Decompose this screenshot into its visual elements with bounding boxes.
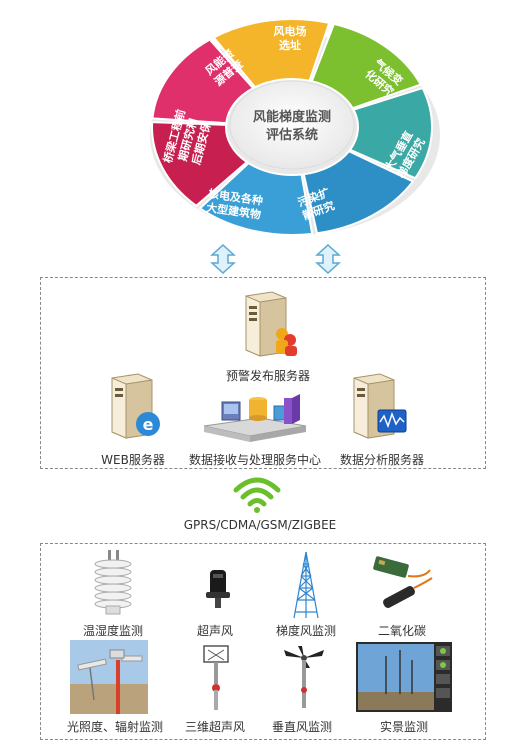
- temp-humidity-label: 温湿度监测: [82, 624, 143, 638]
- light-radiation-photo-icon: [70, 640, 148, 718]
- vertical-wind-label: 垂直风监测: [271, 720, 332, 734]
- server-group-box: [40, 277, 486, 469]
- double-arrow-icon: [210, 244, 236, 274]
- warning-server-icon: [238, 290, 298, 362]
- ring-segment-resource: [151, 38, 255, 125]
- gradient-wind-label: 梯度风监测: [275, 624, 336, 638]
- ultrasonic-label: 超声风: [196, 624, 233, 638]
- web-server-label: WEB服务器: [101, 453, 165, 467]
- svg-text:e: e: [143, 415, 154, 434]
- data-center-icon: [200, 390, 310, 448]
- analysis-server-icon: [348, 372, 408, 446]
- analysis-server-label: 数据分析服务器: [339, 453, 424, 467]
- ring-segment-climate: [310, 22, 423, 110]
- ring-segment-wind-site: [212, 18, 331, 89]
- ring-segment-nuclear: [198, 161, 314, 236]
- temp-humidity-sensor-icon: [88, 548, 138, 624]
- warning-server-label: 预警发布服务器: [225, 369, 310, 383]
- live-view-screen-icon: [356, 642, 452, 716]
- co2-sensor-icon: [368, 556, 438, 622]
- sensor-group-box: [40, 543, 486, 740]
- live-view-label: 实景监测: [379, 720, 428, 734]
- data-center-label: 数据接收与处理服务中心: [188, 453, 321, 467]
- seg-wind-site-line1: 风电场: [274, 24, 307, 38]
- ring-center: [229, 80, 355, 170]
- ultrasonic-sensor-icon: [200, 566, 236, 614]
- ring-center-title-line1: 风能梯度监测: [253, 109, 331, 125]
- seg-wind-site-line2: 选址: [279, 38, 301, 52]
- double-arrow-icon: [315, 244, 341, 274]
- web-server-icon: e: [106, 372, 164, 446]
- wireless-signal-icon: [232, 474, 282, 518]
- system-ring-diagram: 风能梯度监测 评估系统 风电场 选址 气候变 化研究 大气垂直 梯度研究 污染扩…: [140, 5, 445, 245]
- ring-segment-atmos: [348, 86, 433, 180]
- ring-center-title-line2: 评估系统: [266, 127, 318, 143]
- ring-segment-bridge: [151, 121, 249, 208]
- network-protocols-label: GPRS/CDMA/GSM/ZIGBEE: [183, 518, 337, 532]
- gradient-wind-tower-icon: [286, 550, 326, 624]
- ultrasonic-3d-sensor-icon: [198, 642, 234, 716]
- co2-label: 二氧化碳: [377, 624, 426, 638]
- vertical-wind-sensor-icon: [280, 644, 328, 714]
- ring-svg: 风能梯度监测 评估系统 风电场 选址 气候变 化研究 大气垂直 梯度研究 污染扩…: [150, 18, 440, 236]
- light-radiation-label: 光照度、辐射监测: [66, 720, 163, 734]
- ring-segment-pollution: [302, 149, 415, 235]
- ultrasonic-3d-label: 三维超声风: [184, 720, 245, 734]
